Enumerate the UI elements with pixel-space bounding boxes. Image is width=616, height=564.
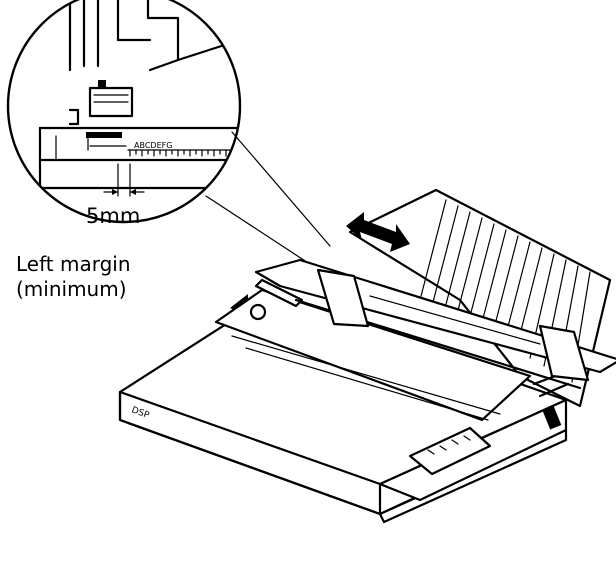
margin-measurement-label: 5mm xyxy=(86,204,141,228)
printer-body: DSP xyxy=(118,188,616,524)
left-margin-caption: Left margin (minimum) xyxy=(16,252,131,302)
caption-line-2: (minimum) xyxy=(16,277,127,301)
caption-line-1: Left margin xyxy=(16,252,131,276)
double-arrow-icon xyxy=(346,212,410,252)
ruler-scale-text: ABCDEFG xyxy=(134,141,172,150)
magnified-inset: ABCDEFG xyxy=(6,0,242,224)
callout-leader-lines xyxy=(205,131,331,273)
